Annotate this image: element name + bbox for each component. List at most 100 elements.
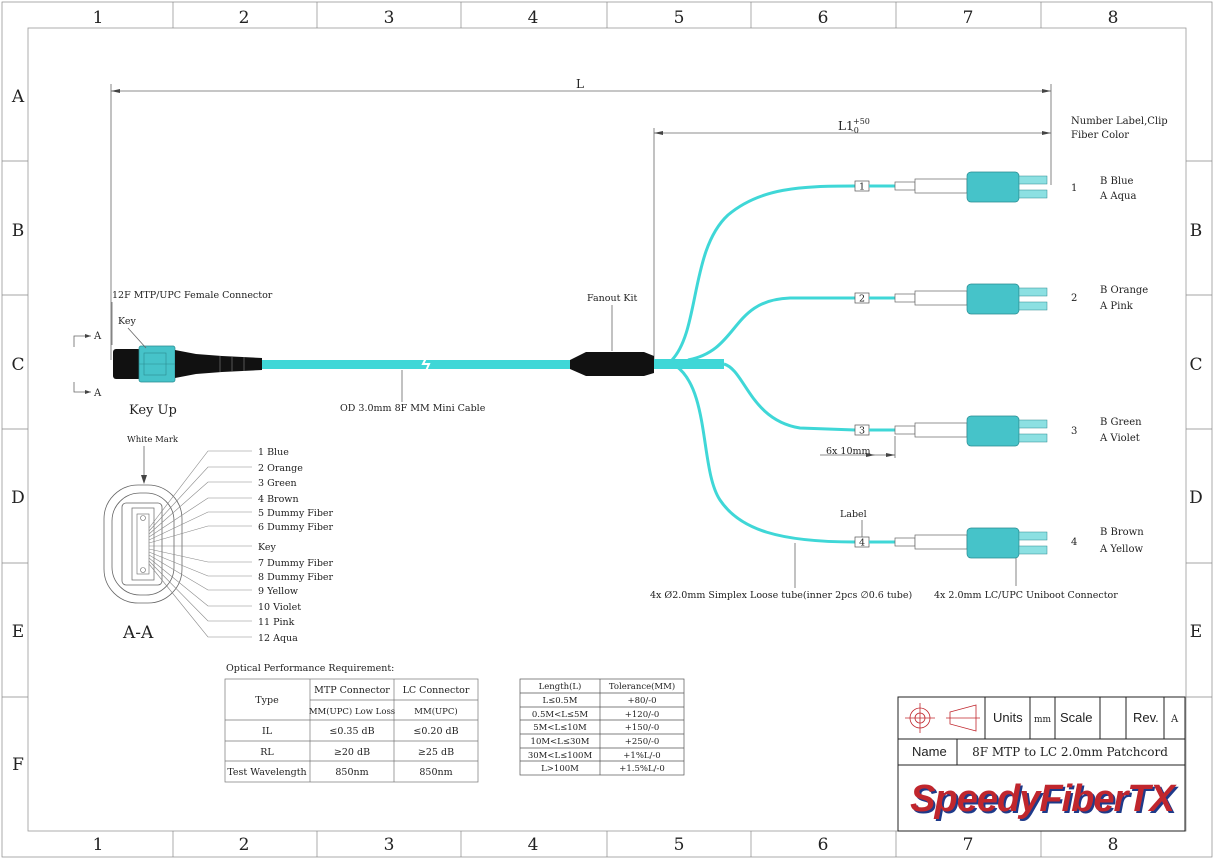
tolerance-row-tol: +80/-0 xyxy=(627,696,656,706)
optical-row-lc: ≤0.20 dB xyxy=(413,726,458,737)
dimension-six-by-ten xyxy=(820,436,896,458)
section-aa-view xyxy=(103,446,252,638)
main-cable xyxy=(262,360,574,369)
fanout-kit-callout: Fanout Kit xyxy=(587,293,638,304)
optical-table-title: Optical Performance Requirement: xyxy=(226,663,394,674)
grid-row-left: E xyxy=(12,622,24,642)
fiber-list-item: 10 Violet xyxy=(258,602,301,613)
fanout-kit xyxy=(570,352,654,376)
leg-1-color-b: B Blue xyxy=(1100,176,1134,187)
grid-row-right: E xyxy=(1190,622,1202,642)
rev-value: A xyxy=(1170,714,1179,725)
grid-col-top: 3 xyxy=(384,8,395,28)
leg-4-number-label: 4 xyxy=(859,538,865,549)
optical-row-name: RL xyxy=(260,747,274,758)
grid-row-right: D xyxy=(1189,488,1203,508)
grid-col-bottom: 1 xyxy=(93,835,104,855)
grid-col-top: 8 xyxy=(1108,8,1119,28)
key-callout: Key xyxy=(118,316,136,327)
leg-2-color-a: A Pink xyxy=(1099,301,1134,312)
optical-sub-lc: MM(UPC) xyxy=(414,706,457,717)
grid-col-top: 1 xyxy=(93,8,104,28)
mtp-connector xyxy=(113,345,262,383)
section-aa-label: A-A xyxy=(122,623,154,643)
dimension-l1-label: L1 xyxy=(838,119,854,133)
label-callout: Label xyxy=(840,509,867,520)
optical-row-lc: ≥25 dB xyxy=(418,747,454,758)
leg-3-color-a: A Violet xyxy=(1099,433,1140,444)
fiber-list-item: Key xyxy=(258,542,276,553)
grid-row-left: A xyxy=(11,87,25,107)
dimension-l1-tol-lower: -0 xyxy=(851,126,859,135)
tolerance-row-length: L>100M xyxy=(541,764,579,774)
optical-row-name: Test Wavelength xyxy=(227,767,306,778)
leg-2-number: 2 xyxy=(1071,293,1077,304)
fiber-list-item: 2 Orange xyxy=(258,463,303,474)
fiber-list-item: 4 Brown xyxy=(258,494,299,505)
section-a-label-top: A xyxy=(93,331,102,342)
leg-2-color-b: B Orange xyxy=(1100,285,1148,296)
section-marker xyxy=(73,334,91,394)
grid-row-right: B xyxy=(1190,221,1203,241)
fiber-list-item: 9 Yellow xyxy=(258,586,298,597)
grid-row-left: C xyxy=(11,355,24,375)
leg-3-number: 3 xyxy=(1071,426,1077,437)
drawing-name: 8F MTP to LC 2.0mm Patchcord xyxy=(972,745,1168,759)
units-value: mm xyxy=(1034,715,1052,725)
brand-logo: SpeedyFiberTX xyxy=(910,778,1177,820)
section-a-label-bottom: A xyxy=(93,388,102,399)
dimension-l1-tol-upper: +50 xyxy=(853,117,870,126)
white-mark-label: White Mark xyxy=(127,435,179,445)
tolerance-header-tol: Tolerance(MM) xyxy=(609,681,675,692)
grid-col-top: 6 xyxy=(818,8,829,28)
title-block xyxy=(897,696,1186,832)
brand-logo-shadow: SpeedyFiberTX xyxy=(912,780,1179,822)
optical-header-lc: LC Connector xyxy=(403,685,470,696)
units-label: Units xyxy=(993,710,1023,725)
fiber-list-item: 3 Green xyxy=(258,478,297,489)
tolerance-row-tol: +150/-0 xyxy=(625,723,660,733)
optical-header-mtp: MTP Connector xyxy=(314,685,390,696)
six-by-ten-label: 6x 10mm xyxy=(826,446,871,457)
leg-1-number-label: 1 xyxy=(859,182,865,193)
loose-tube-callout: 4x Ø2.0mm Simplex Loose tube(inner 2pcs … xyxy=(650,590,912,601)
leg-4-color-b: B Brown xyxy=(1100,527,1144,538)
optical-row-name: IL xyxy=(262,726,273,737)
leg-1-number: 1 xyxy=(1071,183,1077,194)
fiber-list-item: 6 Dummy Fiber xyxy=(258,522,334,533)
leg-4-number: 4 xyxy=(1071,537,1077,548)
leg-4-color-a: A Yellow xyxy=(1099,544,1143,555)
grid-col-bottom: 2 xyxy=(239,835,250,855)
grid-row-left: B xyxy=(12,221,25,241)
tolerance-row-length: L≤0.5M xyxy=(543,696,578,706)
lc-connector-leg-3: 3 xyxy=(854,415,1048,447)
optical-row-lc: 850nm xyxy=(419,767,452,778)
optical-header-type: Type xyxy=(255,695,279,706)
optical-table xyxy=(224,678,479,783)
fiber-list-item: 11 Pink xyxy=(258,617,295,628)
dimension-l1: L1 +50 -0 xyxy=(653,117,1051,360)
projection-symbol-icon xyxy=(905,703,980,733)
lc-connector-callout: 4x 2.0mm LC/UPC Uniboot Connector xyxy=(934,590,1118,601)
grid-col-bottom: 8 xyxy=(1108,835,1119,855)
optical-row-mtp: ≤0.35 dB xyxy=(329,726,374,737)
tolerance-row-tol: +120/-0 xyxy=(625,710,660,720)
scale-label: Scale xyxy=(1060,710,1093,725)
grid-col-top: 2 xyxy=(239,8,250,28)
fiber-list-item: 7 Dummy Fiber xyxy=(258,558,334,569)
tolerance-row-length: 10M<L≤30M xyxy=(531,737,590,747)
fiber-list-item: 8 Dummy Fiber xyxy=(258,572,334,583)
leg-3-color-b: B Green xyxy=(1100,417,1142,428)
lc-connector-leg-1: 1 xyxy=(854,171,1048,203)
grid-col-bottom: 6 xyxy=(818,835,829,855)
grid-col-top: 4 xyxy=(528,8,539,28)
number-label-callout: Number Label,Clip xyxy=(1071,116,1168,127)
fiber-list-item: 5 Dummy Fiber xyxy=(258,508,334,519)
grid-row-left: F xyxy=(12,755,24,775)
tolerance-table xyxy=(519,678,685,776)
grid-col-bottom: 3 xyxy=(384,835,395,855)
leg-3-number-label: 3 xyxy=(859,426,865,437)
fiber-color-callout: Fiber Color xyxy=(1071,130,1129,141)
grid-row-right: C xyxy=(1189,355,1202,375)
dimension-l-label: L xyxy=(576,77,584,91)
